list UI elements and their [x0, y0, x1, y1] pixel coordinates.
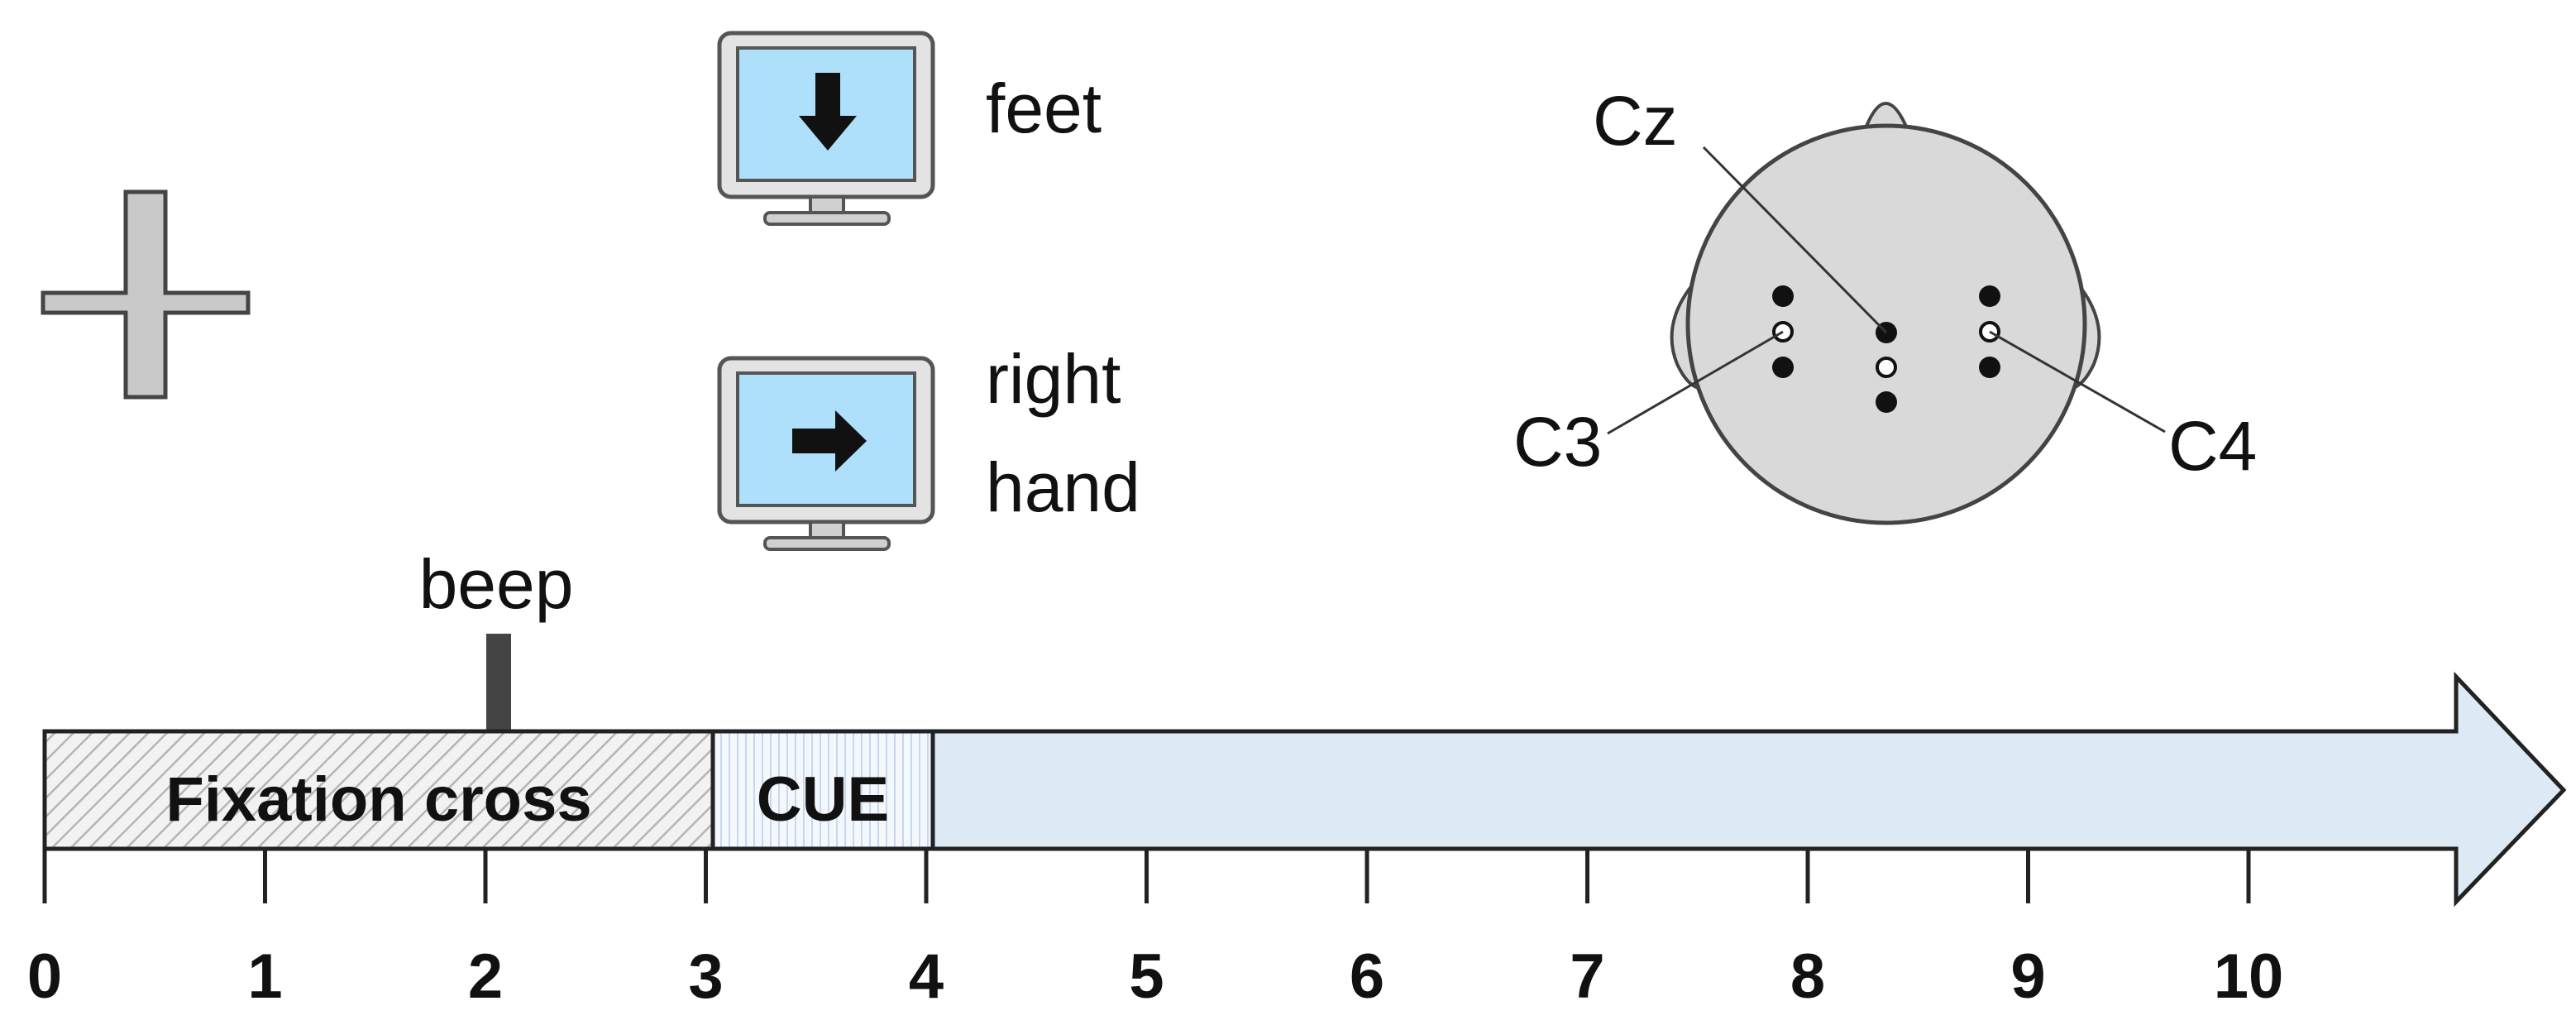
right-hand-monitor-icon: [717, 356, 935, 551]
time-tick-label: 3: [688, 941, 723, 1012]
time-tick-label: 0: [27, 941, 62, 1012]
electrode-dot: [1876, 357, 1897, 378]
time-tick-label: 10: [2214, 941, 2284, 1012]
time-axis-ticks: 0 1 2 3 4 5 6 7 8 9 10: [27, 849, 2283, 1012]
electrode-c3-label: C3: [1513, 403, 1602, 481]
head-electrode-map: [1607, 102, 2166, 525]
cz-leader-line: [1702, 146, 1888, 334]
fixation-segment-label: Fixation cross: [165, 764, 591, 835]
feet-monitor-icon: [717, 31, 935, 226]
beep-marker: [486, 634, 511, 731]
electrode-dot: [1772, 285, 1794, 307]
fixation-segment: [42, 729, 715, 851]
time-tick-label: 4: [909, 941, 944, 1012]
time-tick-label: 9: [2010, 941, 2045, 1012]
right-hand-label-line1: right: [986, 340, 1121, 418]
electrode-dot: [1772, 357, 1794, 378]
electrode-cz-label: Cz: [1593, 82, 1678, 160]
time-tick-label: 7: [1570, 941, 1604, 1012]
time-tick-label: 6: [1350, 941, 1384, 1012]
time-tick-label: 2: [468, 941, 503, 1012]
fixation-cross-icon: [41, 189, 251, 400]
time-tick-label: 1: [247, 941, 282, 1012]
time-tick-label: 8: [1790, 941, 1825, 1012]
arrow-down-icon: [799, 73, 857, 151]
timeline-arrow: [930, 671, 2567, 908]
electrode-dot: [1876, 391, 1897, 413]
electrode-dot: [1979, 285, 2000, 307]
beep-label: beep: [419, 545, 574, 623]
cue-segment: [710, 729, 935, 851]
time-tick-label: 5: [1129, 941, 1164, 1012]
cue-segment-label: CUE: [757, 764, 889, 835]
electrode-c4-label: C4: [2168, 407, 2257, 485]
c3-leader-line: [1607, 330, 1784, 435]
electrode-dot: [1979, 357, 2000, 378]
feet-label: feet: [986, 69, 1102, 147]
c4-leader-line: [1989, 330, 2166, 433]
right-hand-label-line2: hand: [986, 448, 1140, 526]
arrow-right-icon: [792, 410, 867, 472]
